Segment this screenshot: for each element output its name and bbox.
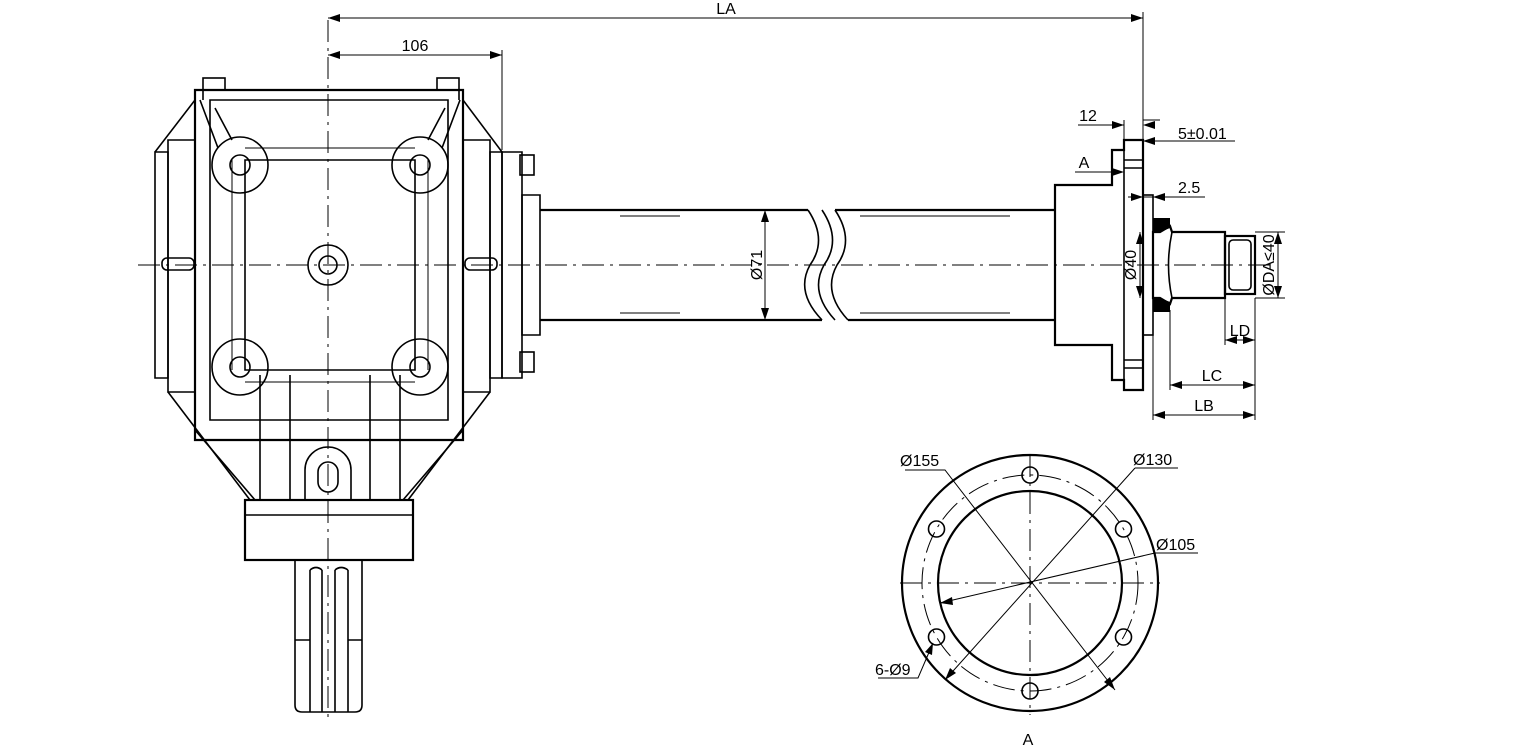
dim-d155: Ø155 xyxy=(900,453,939,470)
flange-labels: Ø155 Ø130 Ø105 6-Ø9 A xyxy=(875,452,1195,749)
dim-la: LA xyxy=(716,1,736,18)
dim-lc: LC xyxy=(1202,368,1222,385)
dim-lb: LB xyxy=(1194,398,1214,415)
output-flange xyxy=(1053,138,1257,392)
dim-106: 106 xyxy=(402,38,429,55)
dim-2-5: 2.5 xyxy=(1178,180,1200,197)
dim-12: 12 xyxy=(1079,108,1097,125)
view-ref-a: A xyxy=(1079,155,1090,172)
flange-view-a xyxy=(878,453,1198,715)
centerlines xyxy=(138,20,1270,720)
input-spline-shaft xyxy=(294,560,363,713)
dim-tolerance: 5±0.01 xyxy=(1178,126,1227,143)
dim-d130: Ø130 xyxy=(1133,452,1172,469)
gearbox-housing xyxy=(154,77,541,562)
dim-da: ØDA≤40 xyxy=(1261,234,1278,295)
view-label-a: A xyxy=(1023,732,1034,749)
dimension-lines xyxy=(328,12,1285,420)
dim-ld: LD xyxy=(1230,323,1250,340)
dim-d105: Ø105 xyxy=(1156,537,1195,554)
dim-d71: Ø71 xyxy=(749,250,766,280)
dimension-labels: LA 106 12 5±0.01 A 2.5 Ø71 Ø40 ØDA≤40 LD… xyxy=(402,1,1278,415)
dim-holes: 6-Ø9 xyxy=(875,662,911,679)
dim-d40: Ø40 xyxy=(1123,250,1140,280)
